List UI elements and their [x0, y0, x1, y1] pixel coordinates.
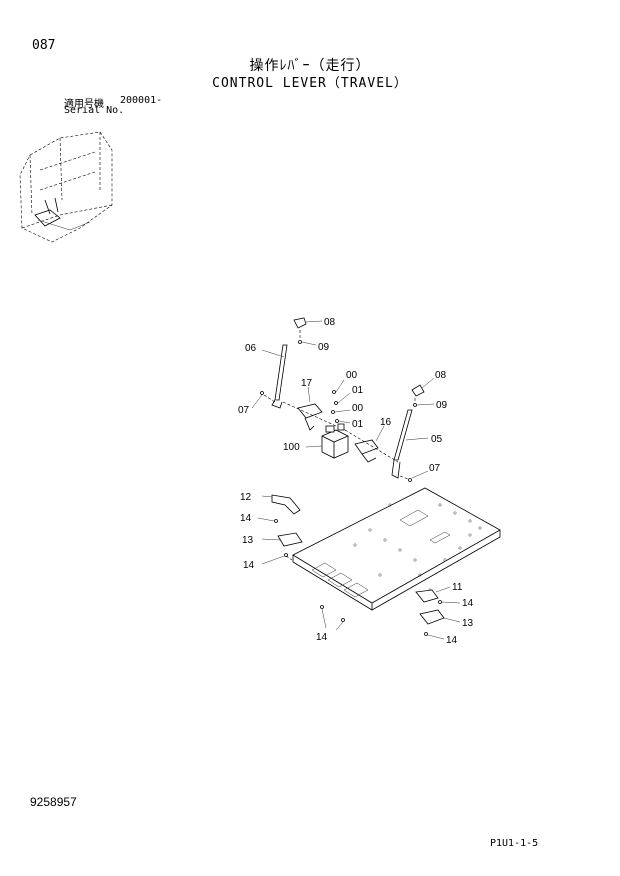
lever-06	[260, 317, 307, 409]
callout-08-right: 08	[435, 370, 447, 381]
callout-07-right: 07	[429, 463, 441, 474]
callout-14-a: 14	[240, 513, 252, 524]
page-number: 087	[32, 38, 56, 53]
callout-07-left: 07	[238, 405, 250, 416]
callout-01-upper: 01	[352, 385, 364, 396]
callout-00-lower: 00	[352, 403, 364, 414]
callout-00-upper: 00	[346, 370, 358, 381]
callout-100: 100	[283, 442, 300, 453]
title-japanese: 操作ﾚﾊﾞｰ（走行）	[249, 58, 371, 74]
page-reference: P1U1-1-5	[490, 838, 539, 849]
callout-13-left: 13	[242, 535, 254, 546]
serial-label-japanese: 適用号機	[64, 99, 104, 110]
callout-16: 16	[380, 417, 392, 428]
brackets	[282, 390, 399, 463]
document-number: 9258957	[30, 795, 77, 809]
lever-05	[391, 384, 425, 482]
serial-value: 200001-	[120, 95, 163, 106]
callout-11: 11	[452, 582, 463, 593]
callout-14-c: 14	[462, 598, 474, 609]
callout-14-e: 14	[316, 632, 328, 643]
pilot-valve-100	[321, 423, 349, 459]
callout-09-upper: 09	[318, 342, 330, 353]
machine-thumbnail	[19, 131, 113, 243]
pedal-11	[415, 589, 445, 636]
callout-17: 17	[301, 378, 313, 389]
title-english: CONTROL LEVER（TRAVEL）	[212, 76, 408, 91]
callout-08-upper: 08	[324, 317, 336, 328]
callout-14-d: 14	[446, 635, 458, 646]
leader-lines	[251, 320, 461, 640]
serial-label-english: Serial No.	[64, 105, 125, 116]
callout-01-lower: 01	[352, 419, 364, 430]
callout-05: 05	[431, 434, 443, 445]
floor-plate	[292, 487, 501, 611]
callout-12: 12	[240, 492, 252, 503]
callout-labels: 08 09 06 07 17 00 01 00 01 16 100 08 09 …	[238, 317, 474, 646]
callout-06: 06	[245, 343, 257, 354]
callout-14-b: 14	[243, 560, 255, 571]
callout-09-right: 09	[436, 400, 448, 411]
pedal-12	[271, 494, 345, 622]
callout-13-right: 13	[462, 618, 474, 629]
